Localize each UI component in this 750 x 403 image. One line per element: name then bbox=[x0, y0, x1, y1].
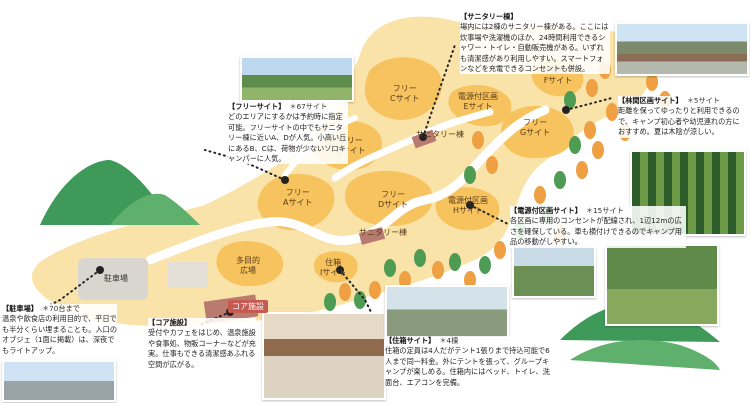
tree bbox=[472, 131, 484, 149]
tree bbox=[534, 186, 546, 204]
info-forest-meta: ＊5サイト bbox=[686, 96, 721, 105]
zone-elec-h-area bbox=[435, 187, 500, 231]
parking-lot bbox=[78, 258, 148, 300]
tree bbox=[399, 271, 411, 289]
tree bbox=[449, 253, 461, 271]
leader-anchor-dot bbox=[419, 133, 427, 141]
info-jubako-title: 住箱サイト bbox=[385, 336, 435, 345]
info-electric-meta: ＊15サイト bbox=[585, 206, 624, 215]
tree bbox=[384, 259, 396, 277]
info-jubako: 住箱サイト ＊4棟 住箱の定員は4人だがテント1張りまで持込可能で6人まで同一料金… bbox=[385, 336, 553, 389]
tree bbox=[479, 256, 491, 274]
info-parking-meta: ＊70台まで bbox=[41, 304, 80, 313]
tree bbox=[646, 73, 658, 91]
info-jubako-body: 住箱の定員は4人だがテント1張りまで持込可能で6人まで同一料金。外にテントを張っ… bbox=[385, 346, 550, 387]
zone-label-free-c: フリー Cサイト bbox=[390, 84, 420, 103]
leader-anchor-dot bbox=[96, 266, 104, 274]
hill-bottom-right-2 bbox=[570, 340, 720, 370]
tree bbox=[576, 161, 588, 179]
tree bbox=[564, 91, 576, 109]
info-free-body: どのエリアにするかは予約時に指定可能。フリーサイトの中でもサニタリー棟に近いA、… bbox=[228, 112, 347, 164]
tree bbox=[354, 291, 366, 309]
photo-sanitary bbox=[615, 22, 749, 76]
leader-line bbox=[422, 44, 456, 138]
info-sanitary: サニタリー棟 場内には2棟のサニタリー棟がある。ここには炊事場や洗濯機のほか、2… bbox=[460, 12, 610, 75]
tree bbox=[339, 283, 351, 301]
tree bbox=[414, 249, 426, 267]
pin-label-core: コア施設 bbox=[228, 300, 268, 313]
photo-electric bbox=[512, 244, 596, 298]
photo-core bbox=[262, 312, 386, 400]
zone-label-elec-h: 電源付区画 Hサイト bbox=[448, 196, 488, 215]
pin-label-sanitary-top: サニタリー棟 bbox=[416, 130, 464, 139]
tree bbox=[464, 166, 476, 184]
photo-jubako bbox=[385, 285, 509, 339]
info-core-title: コア施設 bbox=[148, 318, 191, 327]
leader-anchor-dot bbox=[336, 266, 344, 274]
entrance-building bbox=[168, 262, 208, 288]
info-core: コア施設 受付やカフェをはじめ、温泉施設や食事処、物販コーナーなどが充実。仕事も… bbox=[148, 318, 256, 371]
photo-electric-post bbox=[605, 244, 719, 326]
zone-label-free-a: フリー Aサイト bbox=[283, 188, 313, 207]
info-forest-title: 林間区画サイト bbox=[618, 96, 683, 105]
zone-label-elec-e: 電源付区画 Eサイト bbox=[458, 92, 498, 111]
info-forest-body: 距離を保ってゆったりと利用できるので、キャンプ初心者や幼児連れの方におすすめ。夏… bbox=[618, 106, 740, 137]
tree bbox=[369, 281, 381, 299]
info-electric: 電源付区画サイト＊15サイト 各区画に専用のコンセントが配線され、1辺12mの広… bbox=[510, 206, 686, 248]
tree bbox=[569, 136, 581, 154]
pin-label-sanitary-bottom: サニタリー棟 bbox=[359, 228, 407, 237]
zone-label-free-d: フリー Dサイト bbox=[378, 190, 409, 209]
leader-anchor-dot bbox=[466, 201, 474, 209]
zone-free-c-area bbox=[364, 57, 442, 120]
info-jubako-meta: ＊4棟 bbox=[439, 336, 459, 345]
leader-line bbox=[339, 269, 386, 341]
leader-line bbox=[565, 97, 613, 111]
info-parking-title: 駐車場 bbox=[2, 304, 38, 313]
info-free-title: フリーサイト bbox=[228, 102, 285, 111]
info-sanitary-body: 場内には2棟のサニタリー棟がある。ここには炊事場や洗濯機のほか、24時間利用でき… bbox=[460, 22, 609, 74]
zone-free-a-area bbox=[257, 174, 335, 231]
info-parking-body: 温泉や飲食店の利用目的で、平日でも半分くらい埋まることも。入口のオブジェ（1面に… bbox=[2, 314, 118, 355]
photo-parking bbox=[2, 360, 116, 402]
leader-anchor-dot bbox=[562, 106, 570, 114]
tree bbox=[486, 156, 498, 174]
info-free: フリーサイト ＊67サイト どのエリアにするかは予約時に指定可能。フリーサイトの中… bbox=[228, 102, 348, 165]
pin-label-parking: 駐車場 bbox=[104, 274, 128, 283]
info-free-meta: ＊67サイト bbox=[289, 102, 328, 111]
info-forest: 林間区画サイト＊5サイト 距離を保ってゆったりと利用できるので、キャンプ初心者や… bbox=[618, 96, 746, 138]
zone-label-free-b: フリー Bサイト bbox=[336, 136, 366, 155]
tree bbox=[554, 171, 566, 189]
tree bbox=[324, 293, 336, 311]
main-road bbox=[145, 105, 550, 265]
tree bbox=[606, 103, 618, 121]
zone-free-d-area bbox=[344, 170, 433, 227]
info-sanitary-title: サニタリー棟 bbox=[460, 12, 518, 21]
zone-jubako-area bbox=[313, 251, 358, 283]
photo-free-site bbox=[240, 56, 354, 102]
tree bbox=[592, 141, 604, 159]
tree bbox=[464, 271, 476, 289]
tree bbox=[432, 261, 444, 279]
leader-anchor-dot bbox=[281, 176, 289, 184]
tree bbox=[494, 241, 506, 259]
info-core-body: 受付やカフェをはじめ、温泉施設や食事処、物販コーナーなどが充実。仕事もできる清潔… bbox=[148, 328, 256, 369]
info-parking: 駐車場＊70台まで 温泉や飲食店の利用目的で、平日でも半分くらい埋まることも。入… bbox=[2, 304, 118, 357]
info-electric-body: 各区画に専用のコンセントが配線され、1辺12mの広さを確保している。車も横付けで… bbox=[510, 216, 682, 247]
tree bbox=[584, 121, 596, 139]
tree bbox=[586, 79, 598, 97]
zone-label-jubako: 住箱 Iサイト bbox=[320, 258, 347, 277]
zone-label-free-g: フリー Gサイト bbox=[520, 118, 551, 137]
zone-label-tajimokuteki: 多目的 広場 bbox=[236, 256, 260, 275]
info-electric-title: 電源付区画サイト bbox=[510, 206, 582, 215]
zone-tajimokuteki-area bbox=[216, 241, 284, 287]
hill-left-2 bbox=[110, 193, 200, 225]
